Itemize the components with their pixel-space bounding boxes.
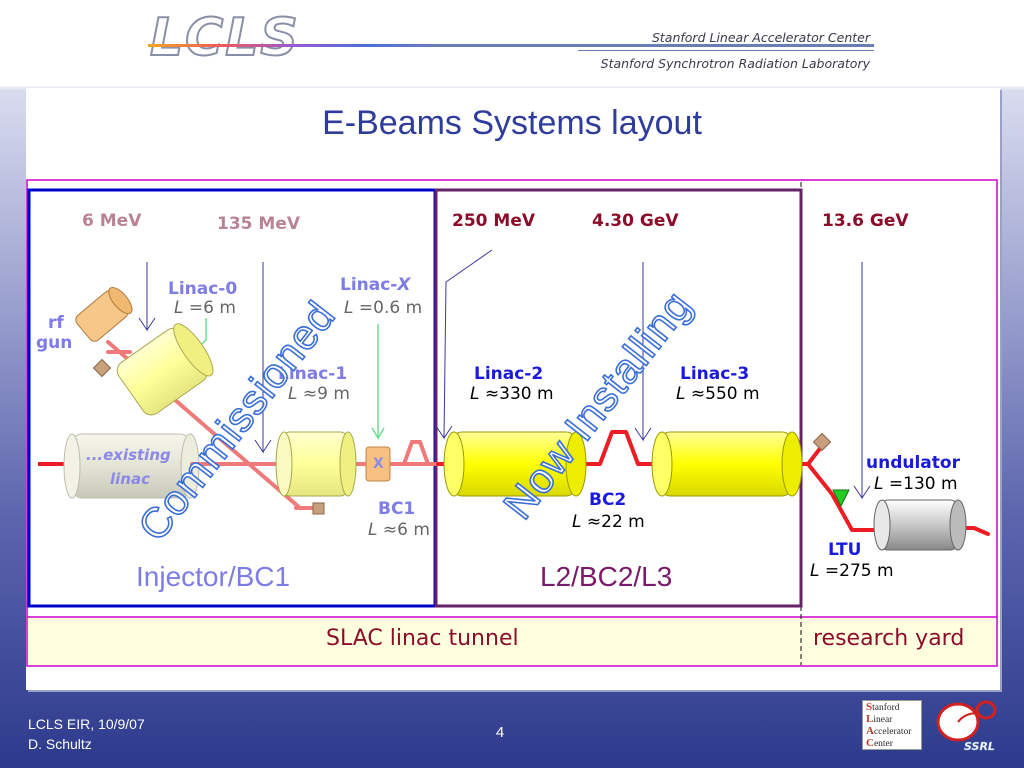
arrow-13gev <box>853 262 871 500</box>
linac3-cylinder <box>659 431 793 497</box>
section-injector: Injector/BC1 <box>136 561 291 592</box>
len-value: ≈9 m <box>302 384 350 404</box>
rf-gun <box>75 287 133 342</box>
len-value: =275 m <box>824 561 894 581</box>
label-undulator: undulator <box>866 453 960 473</box>
header-rule <box>148 44 874 47</box>
org-rule <box>578 50 874 51</box>
len-value: =130 m <box>888 474 958 494</box>
len-symbol: L <box>470 384 480 404</box>
len-linacx: L =0.6 m <box>344 300 422 317</box>
arrow-6mev <box>138 262 156 332</box>
org-name-slac: Stanford Linear Accelerator Center <box>651 30 870 45</box>
label-bc1: BC1 <box>378 499 416 519</box>
len-linac0: L =6 m <box>174 300 236 317</box>
label-bc2: BC2 <box>589 490 627 510</box>
injector-dump <box>92 358 112 378</box>
label-linacx: Linac-X <box>340 277 410 294</box>
arrow-135mev <box>254 262 272 454</box>
len-symbol: L <box>810 561 820 581</box>
len-value: ≈6 m <box>382 520 430 540</box>
label-gun: gun <box>36 333 73 353</box>
header-bar <box>0 0 1024 86</box>
len-linac2: L ≈330 m <box>470 386 554 403</box>
arrow-250mev <box>435 249 493 440</box>
label-existing-2: linac <box>110 470 150 488</box>
energy-6mev: 6 MeV <box>82 211 142 231</box>
energy-135mev: 135 MeV <box>217 214 301 234</box>
len-value: =0.6 m <box>358 298 423 318</box>
len-ltu: L =275 m <box>810 563 894 580</box>
lcls-logo: LCLS <box>149 8 300 68</box>
footer-event: LCLS EIR, 10/9/07 <box>28 716 145 732</box>
len-undulator: L =130 m <box>874 476 958 493</box>
len-symbol: L <box>368 520 378 540</box>
len-linac1: L ≈9 m <box>288 386 350 403</box>
len-bc1: L ≈6 m <box>368 522 430 539</box>
len-symbol: L <box>174 298 184 318</box>
label-linac3: Linac-3 <box>680 364 750 384</box>
label-tunnel: SLAC linac tunnel <box>326 626 519 651</box>
len-symbol: L <box>874 474 884 494</box>
len-value: =6 m <box>188 298 236 318</box>
arrow-linacx <box>371 324 385 441</box>
linacx-box <box>365 446 391 482</box>
len-value: ≈22 m <box>586 512 645 532</box>
page-number: 4 <box>495 724 505 741</box>
label-existing-1: ...existing <box>86 446 171 464</box>
org-name-ssrl: Stanford Synchrotron Radiation Laborator… <box>600 56 870 71</box>
label-linac1: Linac-1 <box>278 364 348 384</box>
label-ltu: LTU <box>828 540 862 560</box>
len-value: ≈330 m <box>484 384 554 404</box>
label-linac0: Linac-0 <box>168 279 238 299</box>
linacx-prefix: Linac- <box>340 275 398 295</box>
beamline-ltu <box>806 462 882 532</box>
ssrl-logo: SSRL <box>936 700 997 753</box>
diagram-frame <box>26 179 998 667</box>
slide-title: E-Beams Systems layout <box>322 104 702 142</box>
len-linac3: L ≈550 m <box>676 386 760 403</box>
ltu-marker <box>832 489 850 508</box>
tunnel-band <box>28 618 996 665</box>
linac0-cylinder <box>116 323 214 416</box>
len-bc2: L ≈22 m <box>572 514 645 531</box>
label-linac2: Linac-2 <box>474 364 544 384</box>
linacx-suffix: X <box>397 275 411 295</box>
len-symbol: L <box>344 298 354 318</box>
len-symbol: L <box>288 384 298 404</box>
label-x: X <box>373 456 384 472</box>
section-l2l3: L2/BC2/L3 <box>540 561 673 592</box>
l2l3-box <box>434 188 803 608</box>
footer-author: D. Schultz <box>28 736 92 752</box>
arrow-4gev <box>634 262 652 442</box>
energy-4gev: 4.30 GeV <box>592 211 679 231</box>
bc1-chicane <box>392 440 438 466</box>
slac-logo: Stanford Linear Accelerator Center <box>862 700 922 750</box>
ltu-dump <box>812 432 832 452</box>
ssrl-text: SSRL <box>964 740 995 753</box>
label-yard: research yard <box>813 626 965 651</box>
energy-250mev: 250 MeV <box>452 211 536 231</box>
len-symbol: L <box>572 512 582 532</box>
len-value: ≈550 m <box>690 384 760 404</box>
len-symbol: L <box>676 384 686 404</box>
energy-13gev: 13.6 GeV <box>822 211 909 231</box>
undulator-cylinder <box>879 499 959 551</box>
bc2-chicane <box>574 430 658 466</box>
bc1-dump <box>312 502 325 515</box>
label-rf: rf <box>48 313 64 333</box>
